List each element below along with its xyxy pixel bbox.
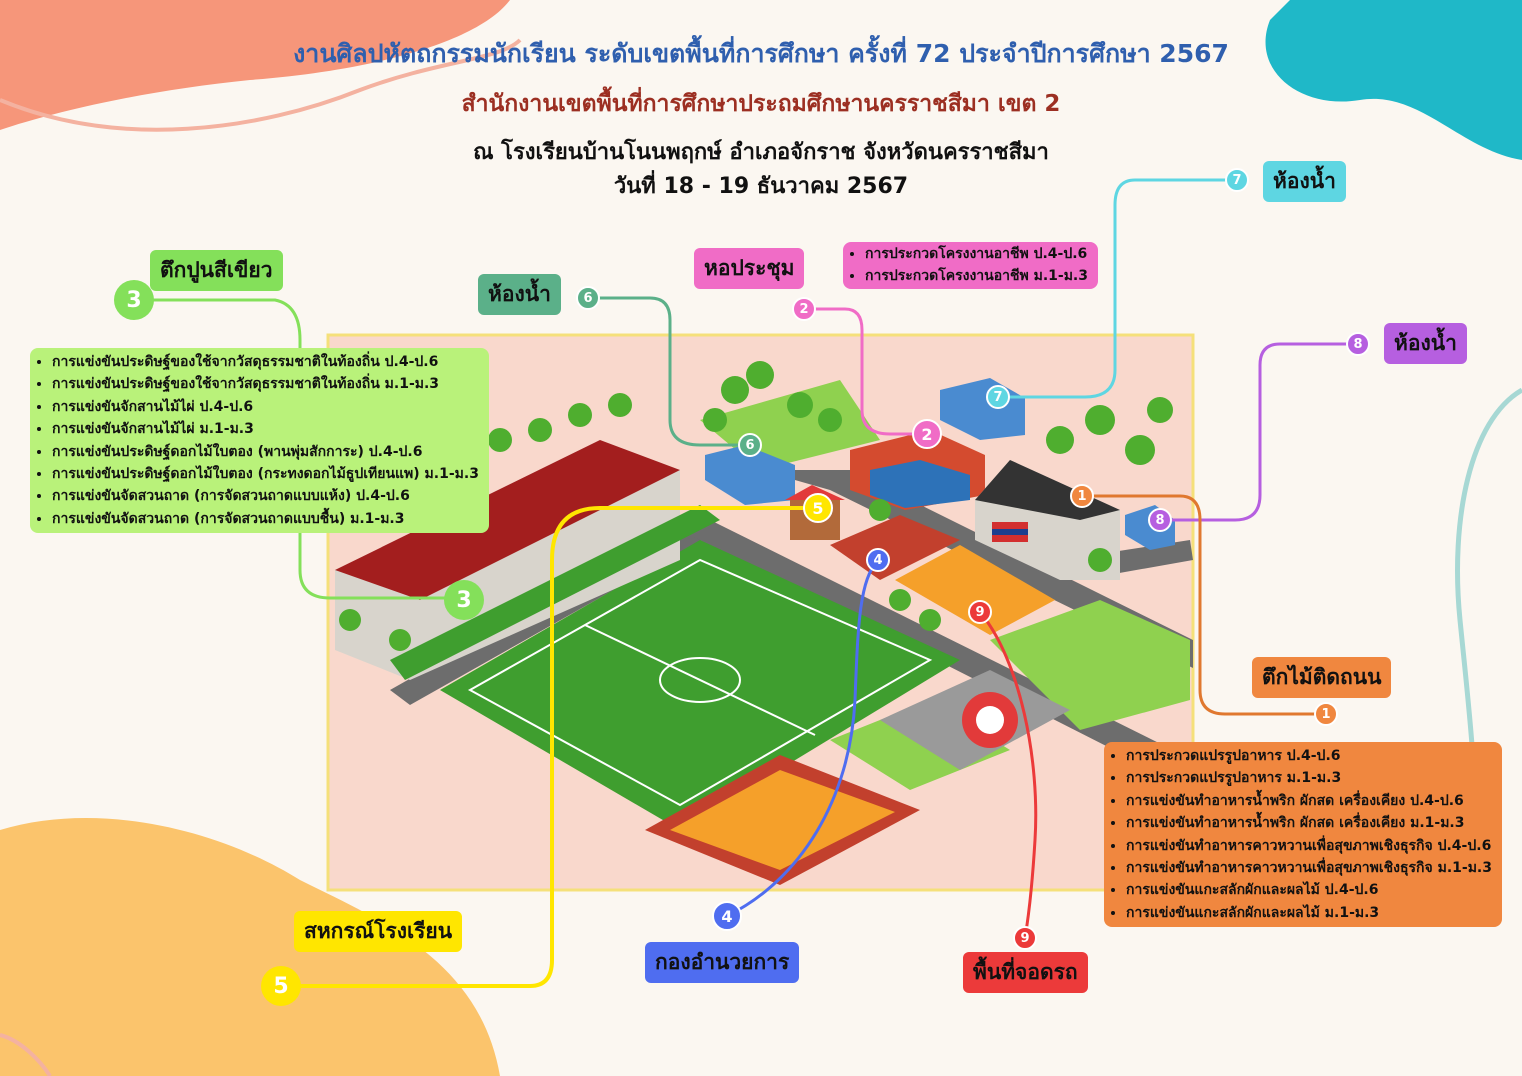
location-6-label[interactable]: ห้องน้ำ	[478, 274, 561, 315]
location-5-map-pin[interactable]: 5	[803, 493, 833, 523]
location-4-label[interactable]: กองอำนวยการ	[645, 942, 800, 983]
location-5-marker[interactable]: 5	[261, 966, 301, 1006]
location-7-label[interactable]: ห้องน้ำ	[1263, 161, 1346, 202]
restroom-6	[705, 445, 795, 505]
location-8-marker[interactable]: 8	[1346, 332, 1370, 356]
location-4-map-pin[interactable]: 4	[866, 548, 890, 572]
event-item: การแข่งขันทำอาหารคาวหวานเพื่อสุขภาพเชิงธ…	[1126, 835, 1492, 857]
location-9-label[interactable]: พื้นที่จอดรถ	[963, 952, 1088, 993]
event-item: การประกวดแปรรูปอาหาร ป.4-ป.6	[1126, 745, 1492, 767]
event-item: การแข่งขันประดิษฐ์ของใช้จากวัสดุธรรมชาติ…	[52, 351, 479, 373]
event-item: การแข่งขันทำอาหารน้ำพริก ผักสด เครื่องเค…	[1126, 790, 1492, 812]
location-2-label[interactable]: หอประชุม	[694, 248, 805, 289]
location-1-map-pin[interactable]: 1	[1070, 484, 1094, 508]
location-6-map-pin[interactable]: 6	[738, 433, 762, 457]
location-7-map-pin[interactable]: 7	[986, 385, 1010, 409]
event-title: งานศิลปหัตถกรรมนักเรียน ระดับเขตพื้นที่ก…	[293, 39, 1229, 68]
location-5-label[interactable]: สหกรณ์โรงเรียน	[294, 911, 463, 952]
location-4-marker[interactable]: 4	[712, 901, 742, 931]
location-2-events: การประกวดโครงงานอาชีพ ป.4-ป.6 การประกวดโ…	[843, 242, 1098, 289]
event-item: การแข่งขันแกะสลักผักและผลไม้ ม.1-ม.3	[1126, 902, 1492, 924]
location-3-marker[interactable]: 3	[114, 280, 154, 320]
event-item: การแข่งขันทำอาหารคาวหวานเพื่อสุขภาพเชิงธ…	[1126, 857, 1492, 879]
location-1-events: การประกวดแปรรูปอาหาร ป.4-ป.6 การประกวดแป…	[1104, 742, 1502, 928]
location-2-marker[interactable]: 2	[792, 297, 816, 321]
organizer-title: สำนักงานเขตพื้นที่การศึกษาประถมศึกษานครร…	[461, 91, 1061, 117]
location-8-label[interactable]: ห้องน้ำ	[1384, 323, 1467, 364]
event-item: การประกวดโครงงานอาชีพ ม.1-ม.3	[865, 265, 1088, 287]
location-2-map-pin[interactable]: 2	[912, 419, 942, 449]
date-text: วันที่ 18 - 19 ธันวาคม 2567	[613, 174, 909, 199]
location-3-label[interactable]: ตึกปูนสีเขียว	[150, 250, 283, 291]
trees	[339, 361, 1173, 651]
event-item: การแข่งขันจักสานไม้ไผ่ ม.1-ม.3	[52, 418, 479, 440]
location-9-map-pin[interactable]: 9	[968, 600, 992, 624]
event-item: การประกวดแปรรูปอาหาร ม.1-ม.3	[1126, 767, 1492, 789]
event-item: การแข่งขันทำอาหารน้ำพริก ผักสด เครื่องเค…	[1126, 812, 1492, 834]
event-item: การแข่งขันประดิษฐ์ดอกไม้ใบตอง (พานพุ่มสั…	[52, 441, 479, 463]
football-field	[440, 540, 960, 830]
event-item: การแข่งขันจัดสวนถาด (การจัดสวนถาดแบบชื้น…	[52, 508, 479, 530]
event-item: การแข่งขันประดิษฐ์ดอกไม้ใบตอง (กระทงดอกไ…	[52, 463, 479, 485]
event-item: การแข่งขันจักสานไม้ไผ่ ป.4-ป.6	[52, 396, 479, 418]
location-1-marker[interactable]: 1	[1314, 702, 1338, 726]
location-7-marker[interactable]: 7	[1225, 168, 1249, 192]
location-3-events: การแข่งขันประดิษฐ์ของใช้จากวัสดุธรรมชาติ…	[30, 348, 489, 534]
event-item: การแข่งขันจัดสวนถาด (การจัดสวนถาดแบบแห้ง…	[52, 485, 479, 507]
event-item: การแข่งขันแกะสลักผักและผลไม้ ป.4-ป.6	[1126, 879, 1492, 901]
location-6-marker[interactable]: 6	[576, 286, 600, 310]
location-1-label[interactable]: ตึกไม้ติดถนน	[1252, 657, 1392, 698]
location-3-map-pin[interactable]: 3	[444, 580, 484, 620]
location-8-map-pin[interactable]: 8	[1148, 508, 1172, 532]
location-9-marker[interactable]: 9	[1013, 926, 1037, 950]
court	[895, 545, 1055, 635]
venue-text: ณ โรงเรียนบ้านโนนพฤกษ์ อำเภอจักราช จังหว…	[473, 140, 1049, 165]
event-item: การประกวดโครงงานอาชีพ ป.4-ป.6	[865, 243, 1088, 265]
event-item: การแข่งขันประดิษฐ์ของใช้จากวัสดุธรรมชาติ…	[52, 373, 479, 395]
